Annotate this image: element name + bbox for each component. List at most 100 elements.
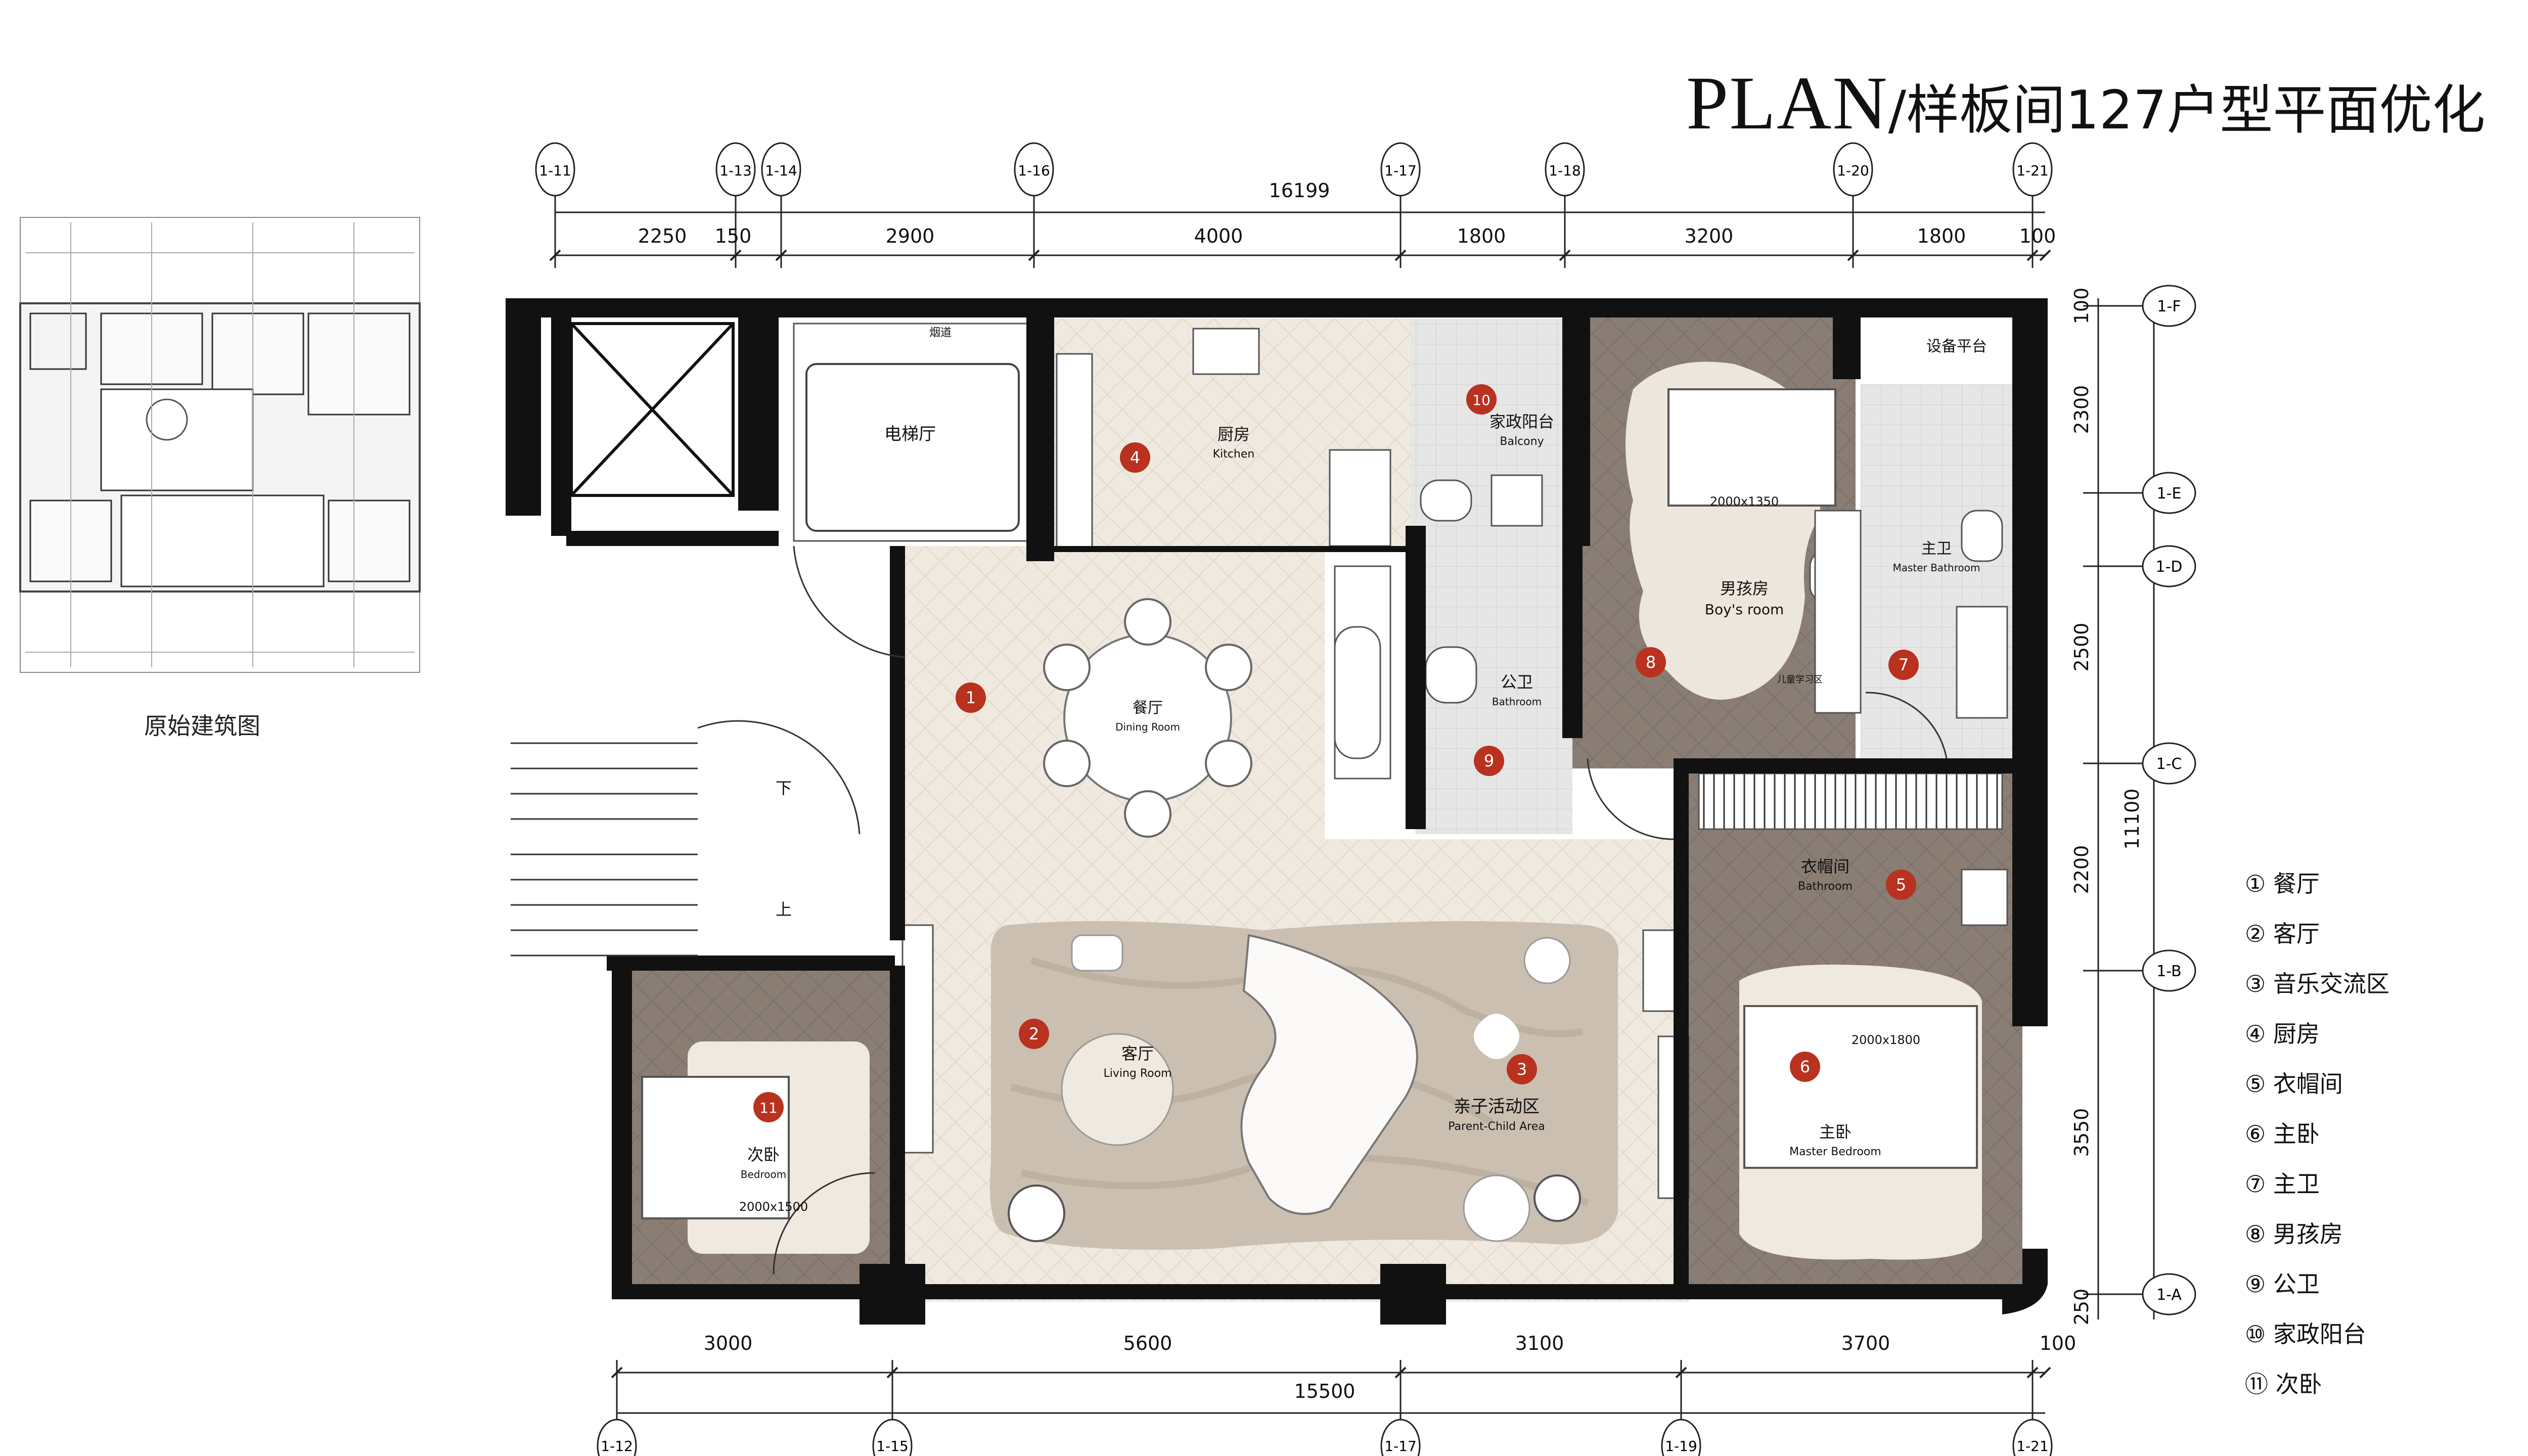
legend-item: ⑪ 次卧 bbox=[2245, 1357, 2389, 1407]
door-swings bbox=[697, 545, 1948, 1275]
grid-label-bottom: 1-12 bbox=[601, 1438, 633, 1454]
legend-item: ① 餐厅 bbox=[2245, 857, 2389, 907]
grid-label-bottom: 1-21 bbox=[2016, 1438, 2049, 1454]
legend-item: ⑤ 衣帽间 bbox=[2245, 1057, 2389, 1107]
elevator-shaft bbox=[570, 322, 735, 497]
grid-label-right: 1-C bbox=[2156, 755, 2182, 773]
label-boys-room-en: Boy's room bbox=[1705, 601, 1784, 618]
room-marker bbox=[1790, 1052, 1820, 1082]
dimension-label: 2300 bbox=[2070, 385, 2093, 434]
label-second-bed-en: Bedroom bbox=[741, 1168, 786, 1180]
room-marker-number: 3 bbox=[1517, 1060, 1527, 1079]
room-marker bbox=[956, 682, 986, 713]
grid-bubble-bottom bbox=[1661, 1419, 1701, 1456]
original-plan-thumbnail: 原始建筑图 bbox=[19, 217, 421, 740]
dining-table bbox=[1043, 598, 1252, 838]
legend-label: ⑨ 公卫 bbox=[2245, 1270, 2320, 1298]
grid-label-top: 1-11 bbox=[539, 162, 571, 179]
dimension-label: 3550 bbox=[2070, 1108, 2093, 1157]
label-master-bath-cn: 主卫 bbox=[1921, 540, 1952, 558]
label-stair-down: 下 bbox=[776, 779, 792, 798]
label-bed-boys: 2000x1350 bbox=[1710, 494, 1779, 509]
grid-bubble-right bbox=[2142, 742, 2196, 785]
label-balcony-cn: 家政阳台 bbox=[1489, 412, 1554, 431]
grid-bubble-top bbox=[1833, 142, 1873, 197]
dimension-label: 150 bbox=[715, 225, 752, 247]
label-living-en: Living Room bbox=[1103, 1067, 1171, 1080]
walls bbox=[506, 298, 2048, 1325]
room-marker bbox=[1507, 1054, 1537, 1084]
grid-bubble-bottom bbox=[1380, 1419, 1421, 1456]
grid-label-top: 1-18 bbox=[1549, 162, 1581, 179]
grid-bubble-right bbox=[2142, 472, 2196, 514]
dimension-label: 1800 bbox=[1457, 225, 1506, 247]
room-marker bbox=[1636, 647, 1666, 677]
grid-label-bottom: 1-15 bbox=[876, 1438, 909, 1454]
dimension-label: 5600 bbox=[1123, 1332, 1172, 1354]
legend-item: ④ 厨房 bbox=[2245, 1007, 2389, 1057]
label-stair-up: 上 bbox=[776, 900, 792, 919]
legend-label: ① 餐厅 bbox=[2245, 870, 2320, 897]
label-master-bath-en: Master Bathroom bbox=[1893, 562, 1980, 574]
fixtures bbox=[901, 328, 2008, 1199]
grid-bubble-top bbox=[1014, 142, 1054, 197]
label-living-cn: 客厅 bbox=[1121, 1044, 1154, 1063]
room-marker-number: 9 bbox=[1484, 751, 1494, 770]
label-bed-second: 2000x1500 bbox=[739, 1200, 808, 1214]
grid-bubble-bottom bbox=[2012, 1419, 2053, 1456]
label-cloakroom-en: Bathroom bbox=[1798, 880, 1853, 893]
room-marker-number: 1 bbox=[966, 688, 976, 707]
grid-bubble-top bbox=[1545, 142, 1585, 197]
beds bbox=[641, 388, 1978, 1219]
grid-bubble-top bbox=[1380, 142, 1421, 197]
label-elevator-hall: 电梯厅 bbox=[884, 424, 936, 444]
legend-item: ⑥ 主卧 bbox=[2245, 1107, 2389, 1157]
grid-label-top: 1-17 bbox=[1384, 162, 1417, 179]
grid-label-right: 1-F bbox=[2157, 298, 2181, 315]
grid-label-right: 1-B bbox=[2156, 963, 2181, 980]
label-second-bed-cn: 次卧 bbox=[747, 1145, 780, 1164]
grid-label-top: 1-13 bbox=[719, 162, 752, 179]
stairs bbox=[511, 742, 698, 957]
room-marker-number: 11 bbox=[759, 1100, 778, 1116]
legend-label: ⑥ 主卧 bbox=[2245, 1120, 2320, 1148]
room-marker-number: 6 bbox=[1800, 1057, 1810, 1076]
room-marker bbox=[1474, 746, 1504, 776]
legend-label: ⑧ 男孩房 bbox=[2245, 1220, 2343, 1248]
grid-bubble-right bbox=[2142, 545, 2196, 587]
room-marker bbox=[1019, 1019, 1049, 1049]
original-plan-caption: 原始建筑图 bbox=[144, 712, 260, 740]
dimension-label: 2250 bbox=[638, 225, 687, 247]
grid-bubble-right bbox=[2142, 285, 2196, 327]
page-title: PLAN/样板间127户型平面优化 bbox=[1686, 60, 2486, 147]
legend-label: ③ 音乐交流区 bbox=[2245, 970, 2389, 997]
label-flue: 烟道 bbox=[929, 327, 952, 339]
legend-label: ⑤ 衣帽间 bbox=[2245, 1070, 2343, 1098]
label-parent-child-cn: 亲子活动区 bbox=[1454, 1097, 1540, 1117]
grid-label-top: 1-20 bbox=[1837, 162, 1869, 179]
label-bed-master: 2000x1800 bbox=[1852, 1033, 1920, 1047]
dimension-label: 3000 bbox=[704, 1332, 753, 1354]
room-marker bbox=[1888, 650, 1919, 680]
dimension-label: 3100 bbox=[1515, 1332, 1564, 1354]
label-parent-child-en: Parent-Child Area bbox=[1448, 1120, 1545, 1133]
label-study-area: 儿童学习区 bbox=[1777, 674, 1823, 685]
room-marker bbox=[1466, 384, 1497, 415]
label-boys-room-cn: 男孩房 bbox=[1720, 579, 1769, 598]
dimension-label: 16199 bbox=[1269, 179, 1330, 202]
room-marker bbox=[1886, 870, 1916, 900]
dimension-label: 250 bbox=[2070, 1289, 2093, 1326]
dimension-label: 2900 bbox=[886, 225, 935, 247]
room-marker-number: 8 bbox=[1646, 653, 1656, 672]
grid-bubble-bottom bbox=[597, 1419, 637, 1456]
dimension-label: 3200 bbox=[1685, 225, 1734, 247]
grid-label-top: 1-21 bbox=[2016, 162, 2049, 179]
grid-bubble-top bbox=[761, 142, 801, 197]
dimension-label: 100 bbox=[2019, 225, 2056, 247]
living-rug bbox=[990, 921, 1619, 1250]
room-marker-number: 2 bbox=[1029, 1024, 1039, 1043]
legend-label: ④ 厨房 bbox=[2245, 1020, 2320, 1048]
dimension-label: 3700 bbox=[1841, 1332, 1890, 1354]
